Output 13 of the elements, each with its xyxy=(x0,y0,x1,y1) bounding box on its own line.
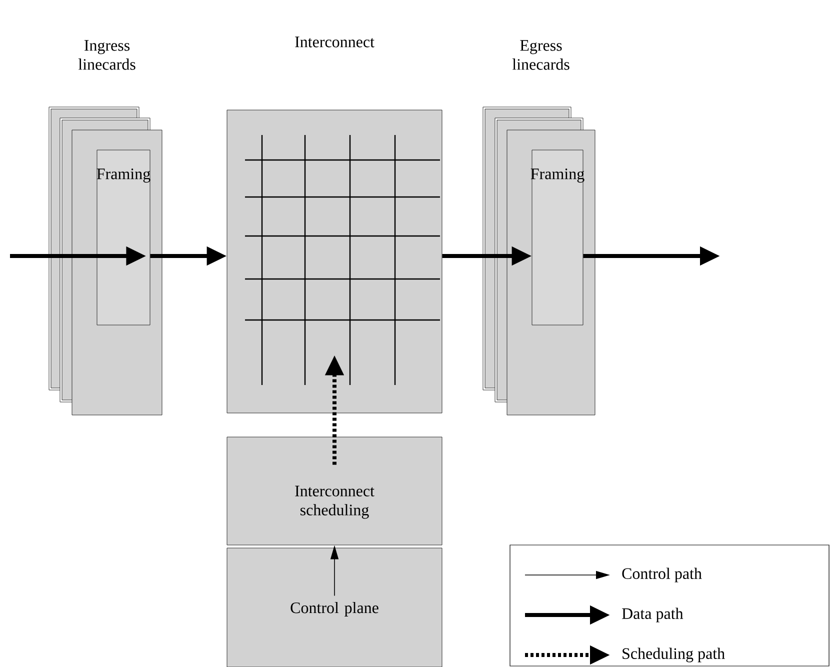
interconnect-box xyxy=(226,110,442,414)
framing-box xyxy=(532,150,584,326)
process-box: Control plane xyxy=(226,548,442,667)
heading: Interconnect xyxy=(295,36,374,48)
heading: Ingress linecards xyxy=(78,40,136,70)
box-label: Framing xyxy=(530,168,584,183)
legend-label: Control path xyxy=(622,568,702,582)
box-label: Framing xyxy=(96,168,150,183)
legend-label: Data path xyxy=(622,608,684,622)
framing-box xyxy=(96,150,150,326)
legend-label: Scheduling path xyxy=(622,648,725,662)
process-box: Interconnect scheduling xyxy=(226,436,442,546)
heading: Egress linecards xyxy=(512,40,570,70)
